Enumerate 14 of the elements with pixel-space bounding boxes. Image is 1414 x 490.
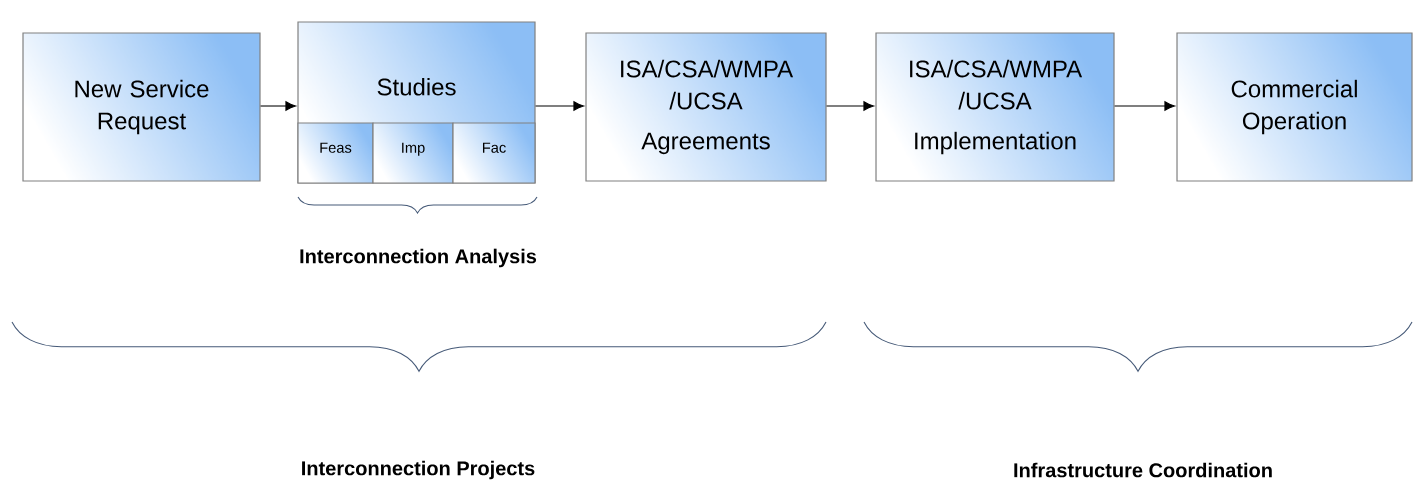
group-label: Interconnection Projects [302, 460, 535, 480]
group-label: Interconnection Analysis [300, 248, 537, 268]
arrow [1114, 101, 1176, 111]
sub-box: Feas [297, 122, 374, 184]
sub-box: Imp [372, 122, 454, 184]
arrow [826, 101, 875, 111]
process-box: Commercial Operation [1176, 32, 1413, 182]
process-box: ISA/CSA/WMPA /UCSA Agreements [585, 32, 827, 182]
process-box: ISA/CSA/WMPA /UCSA Implementation [875, 32, 1115, 182]
arrow [260, 101, 297, 111]
group-label: Infrastructure Coordination [1014, 462, 1272, 478]
process-box: New Service Request [22, 32, 261, 182]
sub-box: Fac [452, 122, 536, 184]
arrow [535, 101, 585, 111]
